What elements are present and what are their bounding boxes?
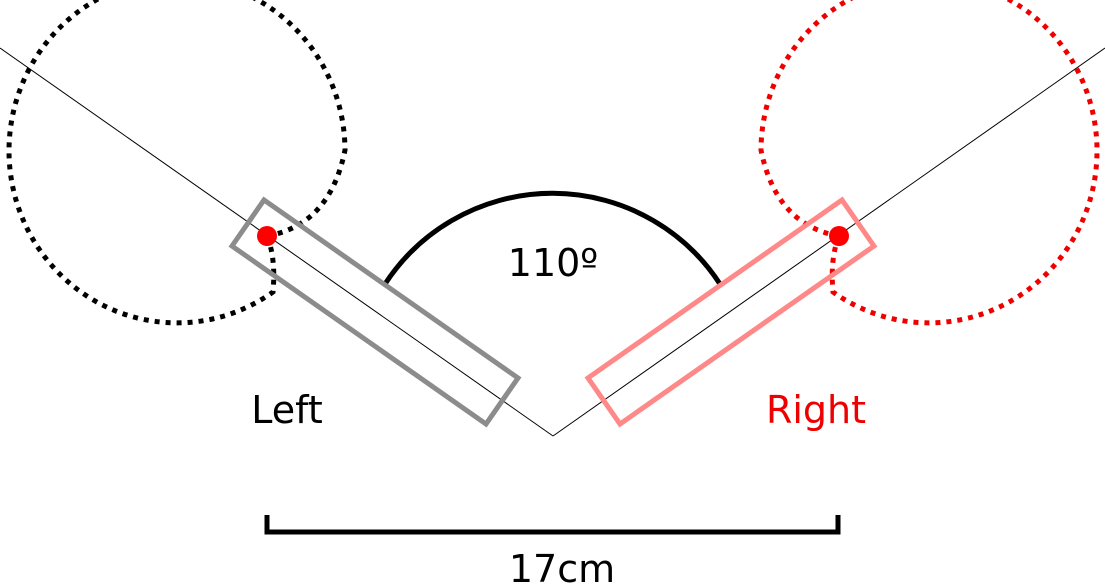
left-label: Left <box>251 388 323 432</box>
left-axis-line <box>0 47 554 437</box>
right-axis-line <box>552 47 1105 437</box>
left-side <box>6 0 522 428</box>
distance-label: 17cm <box>508 547 616 585</box>
left-rectangle <box>228 196 522 428</box>
left-red-dot <box>257 226 277 246</box>
distance-bracket <box>264 515 841 535</box>
angle-arc <box>382 190 723 286</box>
angle-label: 110º <box>507 241 599 285</box>
right-red-dot <box>829 226 849 246</box>
right-side <box>584 0 1100 428</box>
right-dotted-circle <box>758 0 1100 326</box>
right-label: Right <box>765 388 867 432</box>
right-rectangle <box>584 196 878 428</box>
left-dotted-circle <box>6 0 348 326</box>
